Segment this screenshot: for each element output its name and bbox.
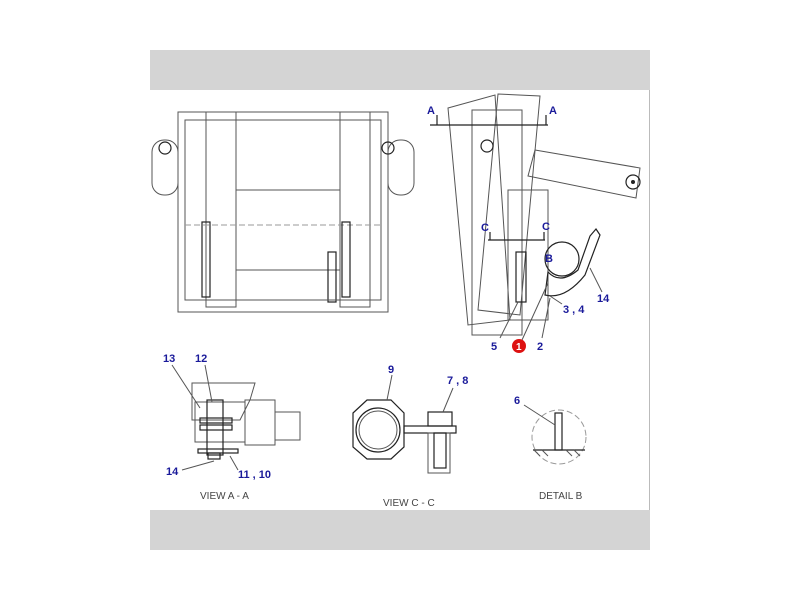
highlight-callout-marker[interactable] [512,339,526,353]
section-marker-c-left: C [481,222,489,234]
detail-b-label: DETAIL B [539,491,583,502]
view-c-c [352,399,457,474]
callout-1[interactable]: 1 [516,342,522,353]
section-marker-c-right: C [542,221,550,233]
view-a-a-label: VIEW A - A [200,491,249,502]
front-view [151,111,415,313]
view-c-c-label: VIEW C - C [383,498,435,509]
callout-2[interactable]: 2 [537,341,543,353]
callout-6[interactable]: 6 [514,395,520,407]
callout-12[interactable]: 12 [195,353,207,365]
callout-7-8[interactable]: 7 , 8 [447,375,468,387]
top-toolbar-band [150,50,650,90]
callout-14[interactable]: 14 [597,293,610,305]
diagram-panel [150,90,650,510]
callout-14-view-aa[interactable]: 14 [166,466,179,478]
callout-11-10[interactable]: 11 , 10 [238,469,271,481]
callout-13[interactable]: 13 [163,353,175,365]
section-marker-a-right: A [549,105,557,117]
bottom-toolbar-band [150,510,650,550]
callout-3-4[interactable]: 3 , 4 [563,304,585,316]
section-marker-a-left: A [427,105,435,117]
view-a-a [191,382,301,460]
detail-marker-b: B [545,253,553,265]
callout-9[interactable]: 9 [388,364,394,376]
detail-b [531,409,587,465]
side-view [430,93,641,341]
callout-5[interactable]: 5 [491,341,497,353]
